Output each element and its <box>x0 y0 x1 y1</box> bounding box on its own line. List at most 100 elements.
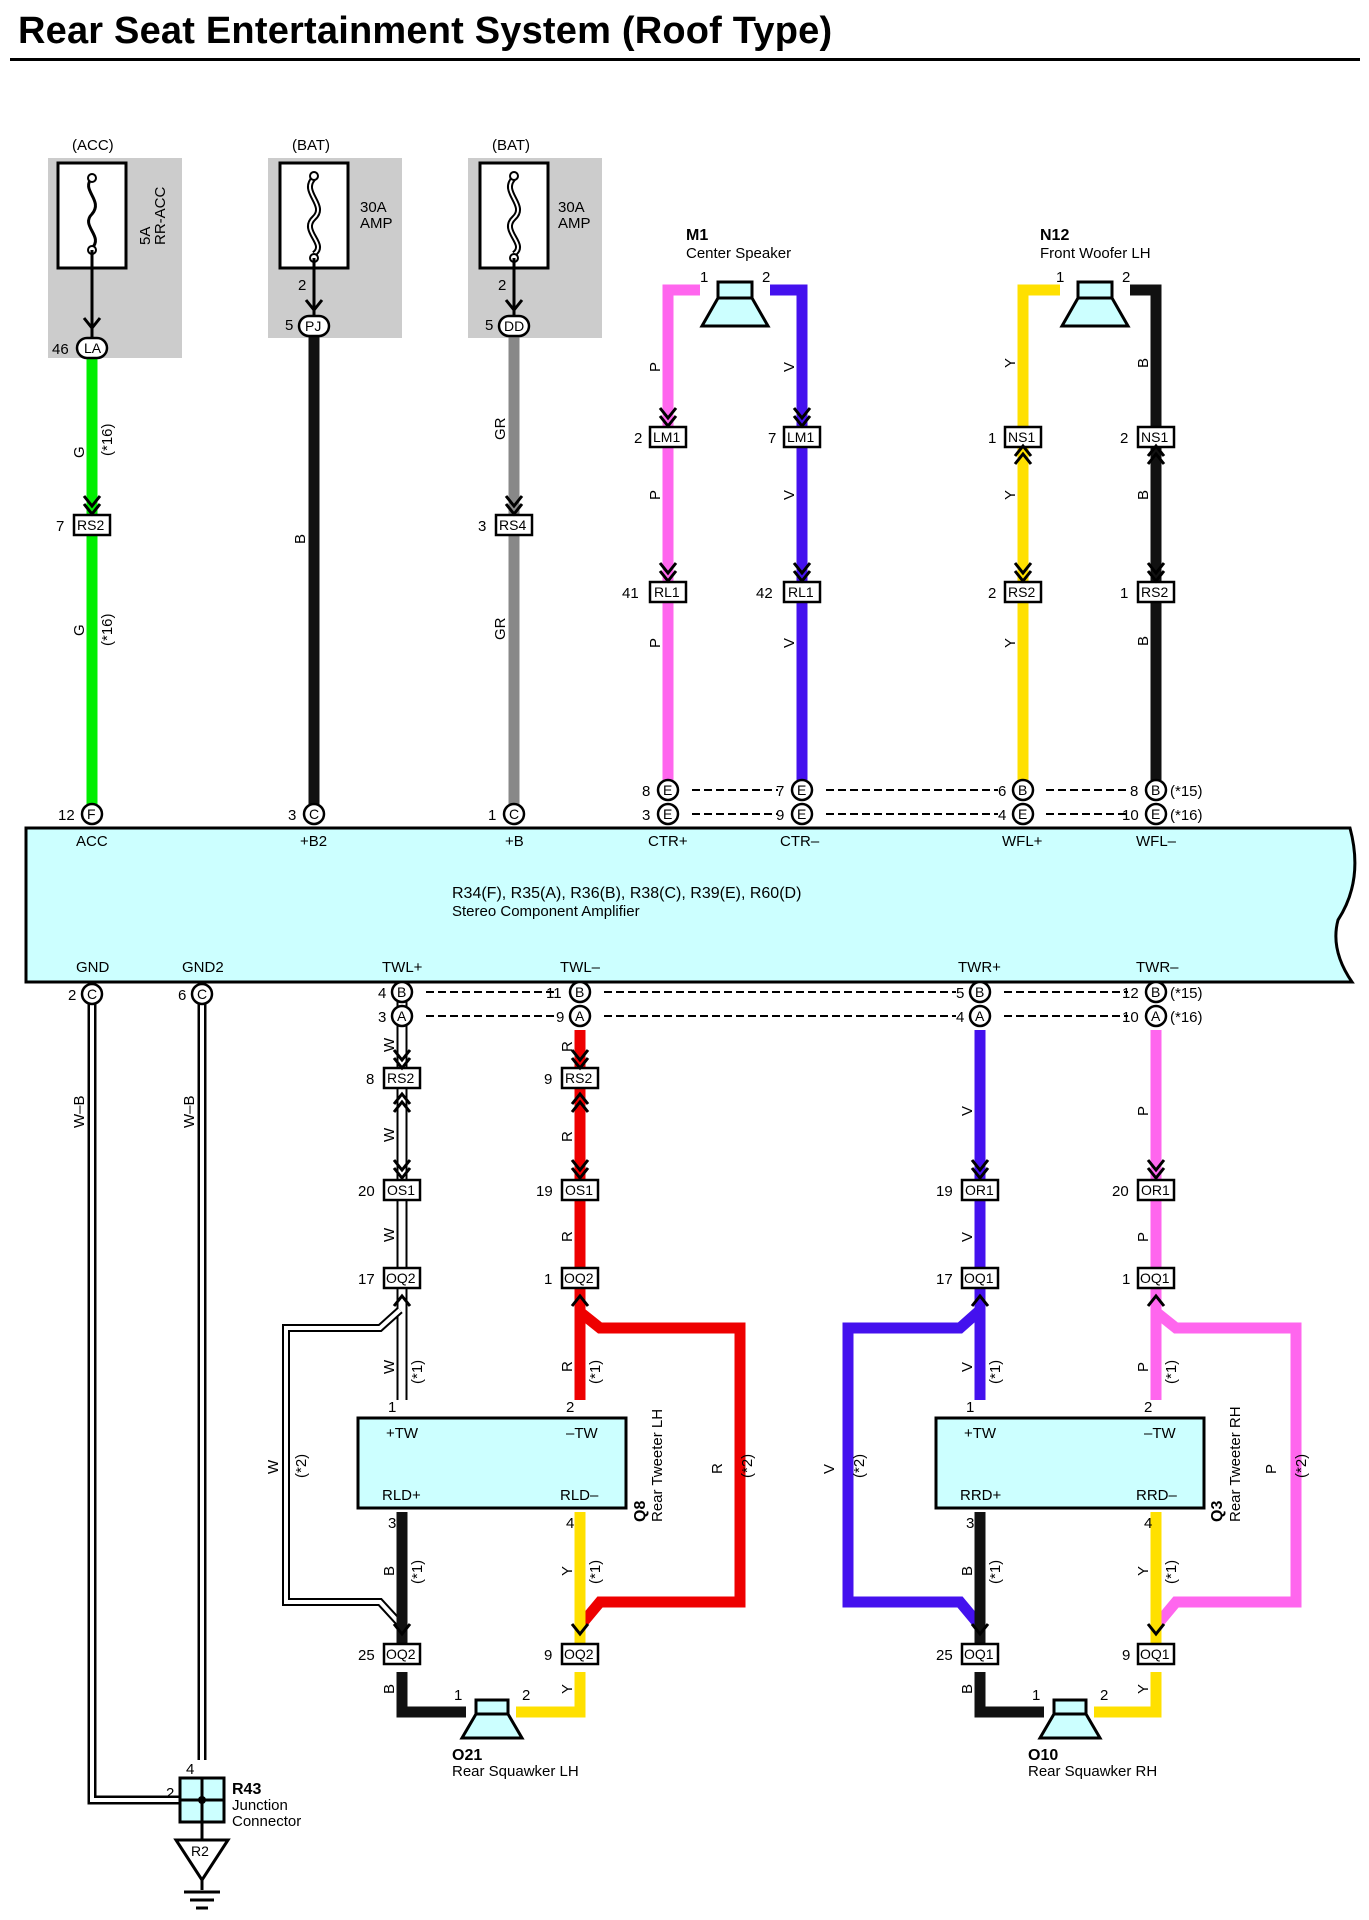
svg-text:A: A <box>575 1008 585 1024</box>
svg-text:4: 4 <box>378 985 386 1002</box>
svg-text:B: B <box>959 1684 976 1694</box>
pin-label: 5 <box>485 317 493 334</box>
svg-text:+TW: +TW <box>386 1425 419 1442</box>
pin-label: 2 <box>498 277 506 294</box>
svg-text:1: 1 <box>488 807 496 824</box>
svg-text:W: W <box>265 1459 282 1474</box>
svg-text:(*16): (*16) <box>1170 807 1203 824</box>
svg-text:R: R <box>559 1231 576 1242</box>
svg-text:11: 11 <box>546 985 562 1002</box>
tweeter-lh-code: Q8 <box>632 1501 649 1522</box>
fuse-bat2-rating: 30A <box>558 199 585 216</box>
svg-text:C: C <box>197 986 207 1002</box>
svg-text:V: V <box>781 490 798 500</box>
wire-codes-top: G (*16) G (*16) B GR GR P P P V V V Y Y … <box>71 358 1152 648</box>
svg-text:B: B <box>1151 984 1160 1000</box>
svg-text:OQ1: OQ1 <box>1140 1646 1170 1662</box>
svg-text:Y: Y <box>1002 358 1019 368</box>
svg-text:25: 25 <box>358 1647 375 1664</box>
svg-text:B: B <box>292 534 309 544</box>
pin-label: 1 <box>700 269 708 286</box>
svg-text:CTR–: CTR– <box>780 833 820 850</box>
svg-text:OQ2: OQ2 <box>386 1270 416 1286</box>
svg-text:NS1: NS1 <box>1141 429 1168 445</box>
svg-text:2: 2 <box>68 987 76 1004</box>
svg-text:W–B: W–B <box>71 1095 88 1128</box>
junction-name-1: Junction <box>232 1797 288 1814</box>
fuse-acc-rating: 5A <box>137 227 154 245</box>
svg-text:V: V <box>781 638 798 648</box>
svg-text:2: 2 <box>1120 430 1128 447</box>
svg-text:OQ2: OQ2 <box>564 1270 594 1286</box>
svg-text:(*16): (*16) <box>99 423 116 456</box>
svg-text:–TW: –TW <box>1144 1425 1177 1442</box>
svg-text:RS2: RS2 <box>387 1070 414 1086</box>
svg-text:8: 8 <box>366 1071 374 1088</box>
svg-text:(*1): (*1) <box>587 1560 604 1584</box>
svg-text:B: B <box>1018 782 1027 798</box>
svg-text:GR: GR <box>492 417 509 440</box>
stereo-component-amplifier: ACC +B2 +B CTR+ CTR– WFL+ WFL– R34(F), R… <box>24 826 1357 984</box>
svg-text:LA: LA <box>84 340 102 356</box>
svg-text:B: B <box>381 1566 398 1576</box>
rear-tweeter-lh: +TW –TW RLD+ RLD– Q8 Rear Tweeter LH 1 2… <box>356 1399 666 1532</box>
svg-text:7: 7 <box>768 430 776 447</box>
svg-text:B: B <box>1151 782 1160 798</box>
svg-text:R: R <box>709 1463 726 1474</box>
svg-text:(*1): (*1) <box>1163 1560 1180 1584</box>
svg-text:B: B <box>1135 636 1152 646</box>
svg-text:20: 20 <box>1112 1183 1129 1200</box>
wire-black <box>1130 284 1162 780</box>
svg-text:WFL–: WFL– <box>1136 833 1177 850</box>
svg-text:9: 9 <box>556 1009 564 1026</box>
svg-text:2: 2 <box>166 1785 174 1802</box>
svg-text:E: E <box>663 806 672 822</box>
wire-codes-bottom: W–B W–B W W W W (*1) R R R R (*1) W (*2)… <box>71 1037 1310 1694</box>
svg-text:6: 6 <box>178 987 186 1004</box>
svg-text:3: 3 <box>378 1009 386 1026</box>
svg-text:TWR+: TWR+ <box>958 959 1001 976</box>
svg-text:OS1: OS1 <box>387 1182 415 1198</box>
svg-text:OR1: OR1 <box>965 1182 994 1198</box>
svg-text:V: V <box>781 362 798 372</box>
svg-text:Y: Y <box>1135 1566 1152 1576</box>
svg-text:Y: Y <box>1135 1684 1152 1694</box>
pin-label: 1 <box>454 1687 462 1704</box>
svg-text:10: 10 <box>1122 807 1139 824</box>
pin-label: 1 <box>1032 1687 1040 1704</box>
svg-text:4: 4 <box>956 1009 964 1026</box>
fuse-bat-2: (BAT) 30A AMP 2 <box>468 137 602 338</box>
svg-text:B: B <box>975 984 984 1000</box>
svg-text:OR1: OR1 <box>1141 1182 1170 1198</box>
amp-name: Stereo Component Amplifier <box>452 903 640 920</box>
svg-text:RS2: RS2 <box>77 517 104 533</box>
svg-text:WFL+: WFL+ <box>1002 833 1043 850</box>
svg-text:LM1: LM1 <box>787 429 814 445</box>
svg-text:E: E <box>797 782 806 798</box>
svg-text:19: 19 <box>536 1183 553 1200</box>
svg-text:OQ1: OQ1 <box>1140 1270 1170 1286</box>
svg-text:Y: Y <box>1002 490 1019 500</box>
svg-text:1: 1 <box>988 430 996 447</box>
svg-text:10: 10 <box>1122 1009 1139 1026</box>
svg-text:(*1): (*1) <box>587 1360 604 1384</box>
svg-text:(*1): (*1) <box>1163 1360 1180 1384</box>
svg-text:R: R <box>559 1131 576 1142</box>
svg-text:RLD+: RLD+ <box>382 1487 421 1504</box>
svg-text:Y: Y <box>1002 638 1019 648</box>
svg-text:B: B <box>397 984 406 1000</box>
svg-text:NS1: NS1 <box>1008 429 1035 445</box>
svg-text:OQ1: OQ1 <box>964 1270 994 1286</box>
svg-text:CTR+: CTR+ <box>648 833 688 850</box>
svg-text:2: 2 <box>634 430 642 447</box>
svg-text:GR: GR <box>492 617 509 640</box>
svg-text:8: 8 <box>1130 783 1138 800</box>
squawker-lh-name: Rear Squawker LH <box>452 1763 579 1780</box>
pin-label: 2 <box>1122 269 1130 286</box>
svg-text:P: P <box>647 362 664 372</box>
svg-text:E: E <box>663 782 672 798</box>
svg-text:R2: R2 <box>191 1843 209 1859</box>
svg-text:W: W <box>381 1127 398 1142</box>
squawker-lh-code: O21 <box>452 1747 482 1764</box>
fuse-icon <box>87 176 97 250</box>
